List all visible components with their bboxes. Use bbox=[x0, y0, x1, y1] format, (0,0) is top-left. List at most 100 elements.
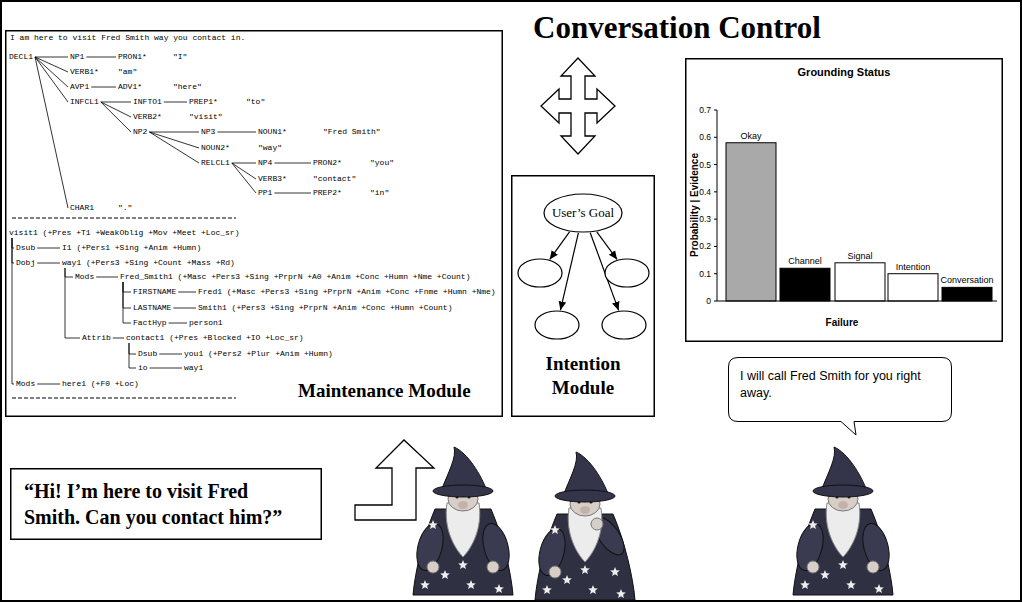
parse-text: INFTO1 bbox=[133, 97, 162, 107]
parse-text: RELCL1 bbox=[201, 158, 230, 168]
tree-line bbox=[101, 102, 131, 117]
robe-star bbox=[580, 565, 590, 574]
tree-line bbox=[217, 132, 256, 133]
robe-star bbox=[846, 580, 856, 589]
x-axis bbox=[717, 301, 997, 302]
parse-text: NOUN1* bbox=[258, 127, 287, 137]
tree-line bbox=[123, 282, 131, 292]
bar-label: Channel bbox=[788, 256, 822, 266]
ellipse-outline bbox=[534, 310, 580, 340]
parse-text: way1 (+Pers3 +Sing +Count +Mass +Rd) bbox=[62, 258, 235, 268]
parse-text: you1 (+Pers2 +Plur +Anim +Humn) bbox=[184, 349, 333, 359]
axis-tick-label: 0.2 bbox=[699, 241, 711, 251]
parse-text: Smith1 (+Pers3 +Sing +PrprN +Anim +Conc … bbox=[198, 303, 452, 313]
axis-title: Failure bbox=[826, 317, 859, 328]
parse-text: io bbox=[138, 363, 148, 373]
connector-arrow bbox=[560, 233, 578, 310]
parse-text: "." bbox=[118, 203, 132, 213]
parse-text: way1 bbox=[184, 363, 203, 373]
bar bbox=[780, 268, 830, 301]
intention-ellipse bbox=[534, 310, 580, 340]
bar bbox=[726, 143, 776, 301]
parse-text: PP1 bbox=[258, 188, 272, 198]
bar-label: Intention bbox=[896, 262, 931, 272]
tree-line bbox=[169, 323, 187, 324]
parse-text: ADV1* bbox=[118, 82, 142, 92]
parse-text: Mods bbox=[16, 379, 35, 389]
robe-star bbox=[616, 589, 626, 598]
wizard-figure bbox=[412, 447, 514, 595]
hat bbox=[821, 447, 867, 491]
axis-tick-label: 0.3 bbox=[699, 214, 711, 224]
node-label: Maintenance Module bbox=[298, 380, 471, 402]
tree-line bbox=[35, 57, 68, 87]
robe-star bbox=[542, 585, 552, 594]
parse-text: contact1 (+Pres +Blocked +IO +Loc_sr) bbox=[126, 333, 304, 343]
parse-text: person1 bbox=[189, 318, 223, 328]
parse-text: LASTNAME bbox=[133, 303, 171, 313]
tree-line bbox=[91, 87, 116, 88]
sleeve bbox=[534, 526, 570, 579]
robe-star bbox=[610, 567, 620, 576]
robe-star bbox=[458, 560, 468, 569]
parse-text: NOUN2* bbox=[201, 143, 230, 153]
node-label: “Hi! I’m here to visit Fred Smith. Can y… bbox=[24, 478, 308, 530]
parse-text: Dsub bbox=[16, 243, 35, 253]
axis-tick-label: 0.7 bbox=[699, 105, 711, 115]
axis-title: Probability | Evidence bbox=[689, 153, 700, 257]
tick-mark bbox=[714, 219, 717, 220]
tree-line bbox=[12, 238, 14, 384]
axis-tick-label: 0.5 bbox=[699, 160, 711, 170]
robe-star bbox=[808, 520, 818, 529]
bar-label: Conversation bbox=[940, 275, 993, 285]
tick-mark bbox=[714, 137, 717, 138]
bar-label: Signal bbox=[847, 251, 872, 261]
parse-text: NP1 bbox=[70, 52, 84, 62]
tree-line bbox=[274, 163, 311, 164]
hat bbox=[563, 452, 609, 496]
hand bbox=[549, 566, 561, 578]
ellipse-outline bbox=[517, 258, 563, 288]
tree-line bbox=[37, 263, 60, 264]
diagram-title: Conversation Control bbox=[533, 10, 821, 46]
tree-line bbox=[149, 132, 199, 133]
parse-text: VERB3* bbox=[258, 174, 287, 184]
connector-arrow bbox=[597, 232, 617, 260]
hand bbox=[867, 561, 879, 573]
tree-line bbox=[65, 268, 73, 277]
robe-star bbox=[874, 584, 884, 593]
robe-star bbox=[562, 575, 572, 584]
robe-star bbox=[428, 520, 438, 529]
tree-line bbox=[178, 292, 196, 293]
tree-line bbox=[35, 57, 68, 208]
parse-text: here1 (+F0 +Loc) bbox=[62, 379, 139, 389]
tree-line bbox=[159, 354, 182, 355]
robe-star bbox=[466, 580, 476, 589]
tick-mark bbox=[714, 164, 717, 165]
ellipse-shape bbox=[518, 259, 562, 287]
connector-arrow bbox=[550, 232, 570, 260]
parse-text: FIRSTNAME bbox=[133, 287, 176, 297]
bar bbox=[888, 274, 938, 301]
sleeve bbox=[792, 521, 828, 574]
module-panel: I am here to visit Fred Smith way you co… bbox=[5, 30, 503, 417]
goal-ellipse: User’s Goal bbox=[543, 193, 623, 233]
tree-line bbox=[232, 163, 256, 179]
parse-text: PREP2* bbox=[313, 188, 342, 198]
ellipse-outline bbox=[604, 258, 650, 288]
node-label: I will call Fred Smith for you right awa… bbox=[740, 368, 940, 402]
hat-brim bbox=[433, 485, 493, 497]
parse-text: "I" bbox=[173, 52, 187, 62]
ellipse-shape bbox=[535, 311, 579, 339]
robe-star bbox=[838, 560, 848, 569]
parse-text: "in" bbox=[370, 188, 389, 198]
tree-line bbox=[232, 163, 256, 164]
robe-star bbox=[420, 580, 430, 589]
hat bbox=[441, 447, 487, 491]
wizard-figure bbox=[792, 447, 894, 595]
axis-tick-label: 0.6 bbox=[699, 132, 711, 142]
tree-line bbox=[86, 57, 116, 58]
tree-line bbox=[274, 193, 311, 194]
tree-line bbox=[37, 384, 60, 385]
